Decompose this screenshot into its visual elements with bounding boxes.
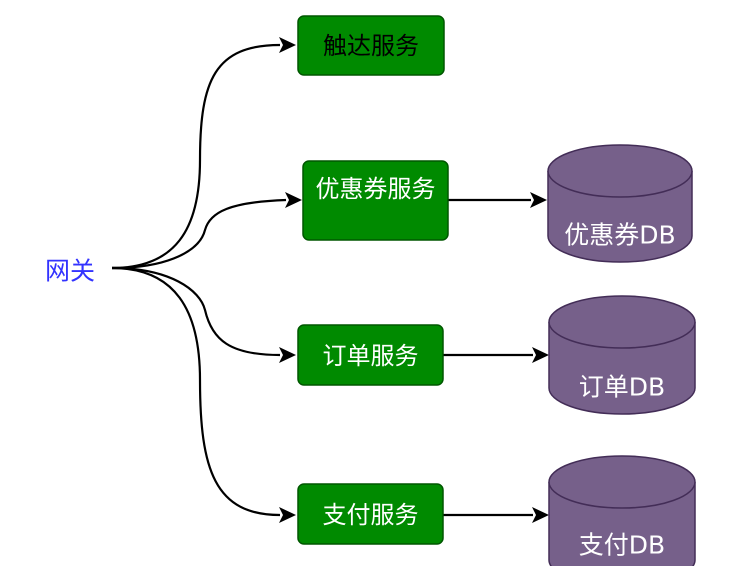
arrowhead-coupon-db	[530, 192, 547, 208]
service-order-box	[297, 324, 444, 386]
db-order-top	[548, 295, 696, 349]
arrowhead-coupon-service	[285, 192, 302, 208]
db-coupon: 优惠券DB	[547, 144, 693, 263]
arrowhead-reach-service	[279, 37, 296, 53]
db-payment: 支付DB	[548, 455, 696, 566]
service-reach-label: 触达服务	[323, 32, 419, 60]
service-coupon-label: 优惠券服务	[316, 175, 436, 203]
service-order-label: 订单服务	[323, 342, 419, 370]
service-reach-box	[297, 15, 445, 76]
arrowhead-order-service	[279, 347, 296, 363]
db-payment-top	[548, 455, 696, 509]
db-coupon-top	[547, 144, 693, 198]
gateway-label: 网关	[45, 257, 95, 286]
edge-gateway-to-order-service	[111, 266, 281, 357]
service-payment-label: 支付服务	[323, 501, 419, 529]
service-payment-box	[297, 483, 444, 545]
db-order-label: 订单DB	[579, 373, 665, 402]
service-order: 订单服务	[297, 324, 444, 386]
edge-gateway-to-coupon-service	[111, 198, 287, 270]
service-reach: 触达服务	[297, 15, 445, 76]
edge-gateway-to-payment-service	[111, 266, 281, 517]
edge-gateway-to-reach-service	[111, 43, 281, 270]
db-payment-label: 支付DB	[579, 531, 665, 560]
db-coupon-label: 优惠券DB	[564, 221, 675, 250]
service-coupon: 优惠券服务	[302, 160, 449, 241]
service-payment: 支付服务	[297, 483, 444, 545]
arrowhead-payment-service	[279, 507, 296, 523]
service-coupon-box	[302, 160, 449, 241]
db-order: 订单DB	[548, 295, 696, 415]
gateway-edges	[111, 37, 302, 523]
db-edges	[443, 192, 549, 523]
arrowhead-payment-db	[532, 507, 549, 523]
arrowhead-order-db	[532, 347, 549, 363]
